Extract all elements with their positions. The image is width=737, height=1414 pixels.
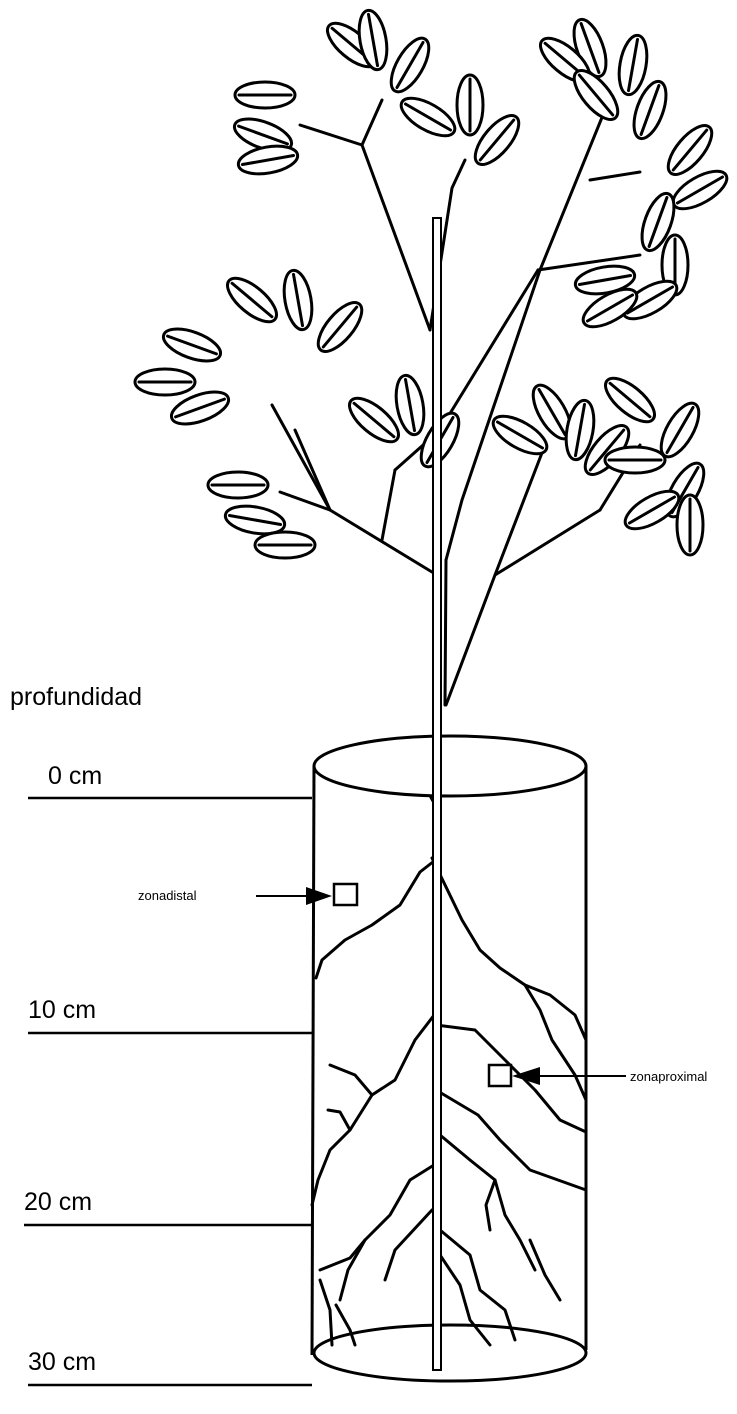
cylinder-left-wall bbox=[312, 766, 314, 1355]
depth-mark-0: 0 cm bbox=[28, 762, 312, 798]
zone-proximal-sample-square bbox=[489, 1065, 511, 1086]
stem-segment bbox=[446, 510, 600, 705]
leaf bbox=[221, 271, 284, 329]
support-stake bbox=[433, 218, 441, 1370]
depth-title: profundidad bbox=[10, 683, 142, 711]
leaf bbox=[135, 369, 195, 395]
root-segment bbox=[440, 1230, 515, 1340]
stem-segment bbox=[445, 560, 446, 705]
leaf bbox=[599, 371, 662, 429]
zone-distal-sample-square bbox=[334, 884, 357, 905]
root-segment bbox=[330, 1065, 372, 1095]
root-segment bbox=[440, 1255, 490, 1345]
leaf bbox=[620, 484, 685, 537]
leaf bbox=[457, 75, 483, 135]
depth-label-20cm: 20 cm bbox=[24, 1188, 92, 1216]
stake bbox=[433, 218, 441, 1370]
zone-proximal-label: zonaproximal bbox=[630, 1069, 707, 1084]
leaf bbox=[605, 447, 665, 473]
depth-mark-10: 10 cm bbox=[28, 996, 312, 1033]
zone-proximal: zonaproximal bbox=[489, 1065, 707, 1086]
root-segment bbox=[385, 1210, 432, 1280]
depth-label-30cm: 30 cm bbox=[28, 1348, 96, 1376]
root-segment bbox=[316, 858, 438, 978]
root-segment bbox=[320, 1240, 365, 1270]
leaf bbox=[208, 472, 268, 498]
depth-mark-30: 30 cm bbox=[28, 1348, 312, 1385]
stem-segment bbox=[300, 125, 362, 145]
leaf bbox=[311, 296, 369, 359]
root-segment bbox=[432, 858, 586, 1040]
root-segment bbox=[336, 1305, 355, 1345]
leaf bbox=[677, 495, 703, 555]
leaf bbox=[384, 33, 437, 98]
leaf bbox=[396, 91, 461, 144]
roots bbox=[312, 858, 586, 1345]
depth-scale: 0 cm 10 cm 20 cm 30 cm bbox=[24, 762, 312, 1385]
cylinder-top-rim bbox=[314, 736, 586, 796]
stem-segment bbox=[382, 470, 395, 540]
zone-distal-label: zonadistal bbox=[138, 888, 197, 903]
leaf bbox=[280, 268, 316, 332]
cylinder-bottom-rim bbox=[314, 1325, 586, 1381]
root-segment bbox=[320, 1280, 332, 1345]
root-segment bbox=[328, 1110, 350, 1130]
root-segment bbox=[436, 1090, 586, 1190]
stem-segment bbox=[446, 270, 538, 420]
stem-segment bbox=[495, 445, 545, 575]
stem-segment bbox=[362, 100, 430, 330]
depth-mark-20: 20 cm bbox=[24, 1188, 312, 1225]
depth-label-0cm: 0 cm bbox=[48, 762, 102, 790]
root-segment bbox=[340, 1165, 434, 1300]
root-segment bbox=[486, 1180, 495, 1230]
zone-distal-arrowhead bbox=[306, 887, 332, 905]
pot-cylinder bbox=[312, 736, 586, 1381]
leaf bbox=[236, 142, 300, 178]
leaf bbox=[235, 82, 295, 108]
stem-segment bbox=[590, 172, 640, 180]
leaf bbox=[255, 532, 315, 558]
leaf bbox=[159, 323, 224, 368]
leaf bbox=[615, 33, 651, 97]
zone-distal: zonadistal bbox=[138, 884, 357, 905]
depth-label-10cm: 10 cm bbox=[28, 996, 96, 1024]
